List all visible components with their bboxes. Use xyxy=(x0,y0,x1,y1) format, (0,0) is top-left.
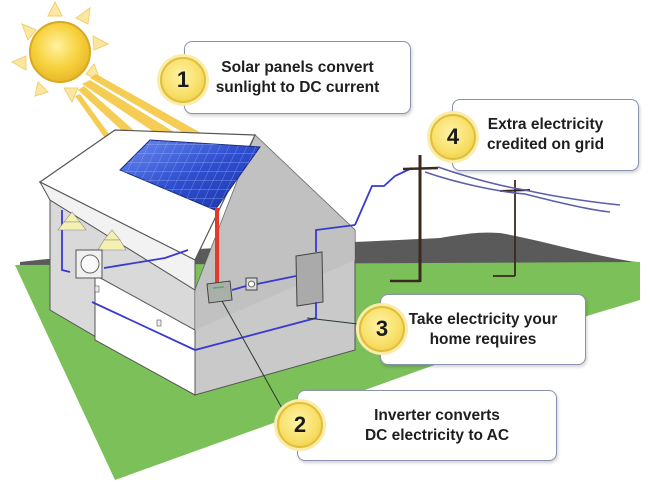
step-3-number: 3 xyxy=(375,316,389,341)
dc-wire xyxy=(215,208,219,285)
power-lines xyxy=(424,166,621,213)
step-1-badge: 1 xyxy=(160,57,206,103)
inverter xyxy=(206,280,233,304)
leader-lines xyxy=(221,300,359,411)
step-3-badge: 3 xyxy=(359,306,405,352)
step-4-badge: 4 xyxy=(430,114,476,160)
lamps xyxy=(57,211,127,251)
sun-icon xyxy=(10,0,110,104)
callout-step-1: Solar panels convert sunlight to DC curr… xyxy=(184,41,411,114)
callout-step-4: Extra electricity credited on grid xyxy=(452,99,639,171)
step-3-text: Take electricity your home requires xyxy=(408,310,558,348)
outlet xyxy=(94,285,100,293)
solar-panel xyxy=(119,139,261,211)
step-1-text: Solar panels convert sunlight to DC curr… xyxy=(215,58,380,96)
callout-step-3: Take electricity your home requires xyxy=(380,294,586,365)
step-2-badge: 2 xyxy=(277,402,323,448)
breaker-panel xyxy=(295,251,324,307)
callout-step-2: Inverter converts DC electricity to AC xyxy=(297,390,557,461)
outlet xyxy=(156,319,162,327)
step-2-number: 2 xyxy=(293,412,307,437)
step-1-number: 1 xyxy=(176,67,190,92)
washing-machine xyxy=(75,249,103,279)
step-4-number: 4 xyxy=(446,124,460,149)
step-4-text: Extra electricity credited on grid xyxy=(486,116,605,153)
step-2-text: Inverter converts DC electricity to AC xyxy=(364,406,510,444)
